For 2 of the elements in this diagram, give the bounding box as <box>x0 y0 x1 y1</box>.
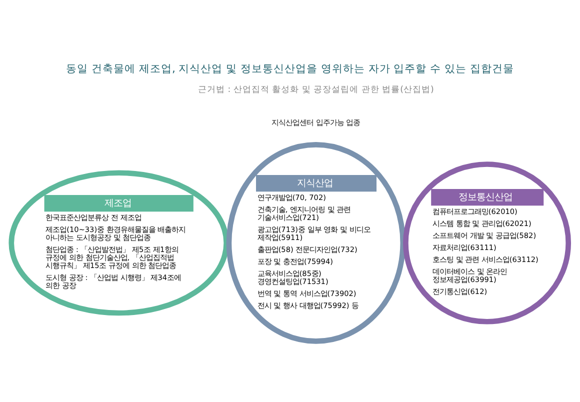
label: 근거법 : 산업집적 활성화 및 공장설립에 관한 법률(산집법) <box>198 85 434 96</box>
diagram-title: 동일 건축물에 제조업, 지식산업 및 정보통신산업을 영위하는 자가 입주할 수 있는 집합건물 <box>66 62 514 75</box>
